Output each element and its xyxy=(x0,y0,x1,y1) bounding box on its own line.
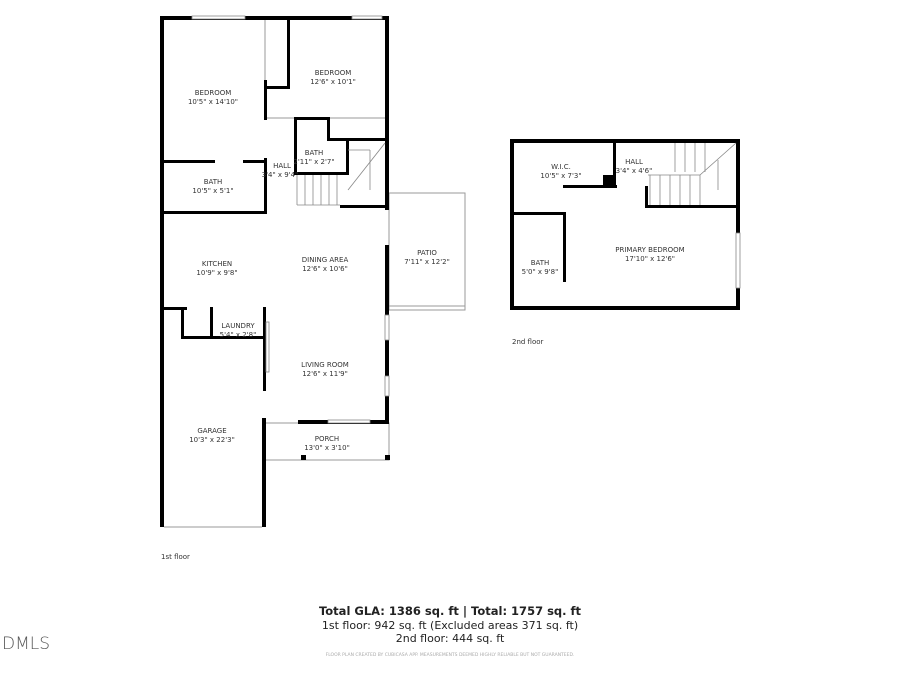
wall xyxy=(327,117,330,141)
room-size: 10'5" x 14'10" xyxy=(188,98,238,106)
wall xyxy=(264,80,267,120)
room-name: GARAGE xyxy=(197,427,226,435)
room-size: 5'4" x 2'8" xyxy=(220,331,257,339)
room-name: HALL xyxy=(625,158,643,166)
wall xyxy=(263,307,266,391)
room-size: 3'4" x 4'6" xyxy=(616,167,653,175)
floor-label: 2nd floor xyxy=(512,338,544,346)
porch-post xyxy=(385,455,390,460)
room-size: 10'3" x 22'3" xyxy=(189,436,235,444)
room-size: 10'5" x 5'1" xyxy=(192,187,233,195)
room-size: 12'6" x 10'1" xyxy=(310,78,356,86)
room-size: 10'9" x 9'8" xyxy=(196,269,237,277)
room-name: BATH xyxy=(531,259,550,267)
wall-block xyxy=(603,175,614,187)
window xyxy=(327,419,371,424)
patio-edge xyxy=(388,305,466,311)
first-floor-area: 1st floor: 942 sq. ft (Excluded areas 37… xyxy=(321,619,579,632)
room-labels-1st: BEDROOM 10'5" x 14'10" BEDROOM 12'6" x 1… xyxy=(161,69,450,561)
wall xyxy=(510,139,514,310)
wall xyxy=(160,16,389,20)
room-size: 12'6" x 10'6" xyxy=(302,265,348,273)
wall xyxy=(181,336,267,339)
wall xyxy=(181,307,184,338)
wall xyxy=(287,18,290,88)
room-name: BEDROOM xyxy=(195,89,232,97)
wall xyxy=(160,16,164,527)
wall xyxy=(294,172,349,175)
room-size: 5'0" x 9'8" xyxy=(522,268,559,276)
room-name: BATH xyxy=(305,149,324,157)
room-name: PORCH xyxy=(315,435,339,443)
room-name: W.I.C. xyxy=(551,163,571,171)
watermark-logo: DMLS xyxy=(2,634,51,654)
wall xyxy=(210,307,213,338)
wall xyxy=(262,418,266,527)
wall xyxy=(160,211,267,214)
disclaimer: FLOOR PLAN CREATED BY CUBICASA APP. MEAS… xyxy=(325,653,575,658)
window xyxy=(735,232,741,289)
wall xyxy=(243,160,265,163)
room-name: HALL xyxy=(273,162,291,170)
door-frame xyxy=(265,321,270,373)
wall xyxy=(563,212,566,282)
second-floor-plan xyxy=(510,139,741,310)
wall xyxy=(613,139,616,187)
porch-post xyxy=(301,455,306,460)
first-floor-plan xyxy=(160,15,466,528)
wall xyxy=(385,16,389,210)
room-name: DINING AREA xyxy=(302,256,349,264)
room-name: KITCHEN xyxy=(202,260,232,268)
room-size: 17'10" x 12'6" xyxy=(625,255,675,263)
wall xyxy=(265,86,290,89)
wall xyxy=(340,205,389,208)
room-size: 3'4" x 9'4" xyxy=(262,171,299,179)
room-name: LIVING ROOM xyxy=(301,361,349,369)
room-name: PATIO xyxy=(417,249,437,257)
wall xyxy=(160,160,215,163)
room-size: 12'6" x 11'9" xyxy=(302,370,348,378)
room-name: LAUNDRY xyxy=(221,322,255,330)
wall xyxy=(346,140,349,175)
room-size: 13'0" x 3'10" xyxy=(304,444,350,452)
wall xyxy=(327,138,385,141)
wall xyxy=(160,307,187,310)
room-name: BEDROOM xyxy=(315,69,352,77)
wall xyxy=(510,306,740,310)
second-floor-area: 2nd floor: 444 sq. ft xyxy=(395,632,505,645)
wall xyxy=(563,185,617,188)
room-size: 7'11" x 12'2" xyxy=(404,258,450,266)
wall xyxy=(736,139,740,310)
wall xyxy=(294,117,330,120)
room-name: PRIMARY BEDROOM xyxy=(615,246,684,254)
floor-label: 1st floor xyxy=(161,553,190,561)
wall xyxy=(294,117,297,175)
stairs xyxy=(296,142,386,206)
stairs xyxy=(648,142,737,205)
window xyxy=(351,15,383,20)
room-size: 2'11" x 2'7" xyxy=(293,158,334,166)
window xyxy=(384,314,390,341)
wall xyxy=(645,205,740,208)
wall xyxy=(512,212,566,215)
wall xyxy=(645,186,648,208)
wall xyxy=(264,158,267,214)
room-labels-2nd: W.I.C. 10'5" x 7'3" HALL 3'4" x 4'6" PRI… xyxy=(512,158,685,346)
room-size: 10'5" x 7'3" xyxy=(540,172,581,180)
window xyxy=(191,15,246,20)
room-name: BATH xyxy=(204,178,223,186)
total-area: Total GLA: 1386 sq. ft | Total: 1757 sq.… xyxy=(318,604,582,618)
window xyxy=(384,375,390,397)
wall xyxy=(510,139,740,143)
